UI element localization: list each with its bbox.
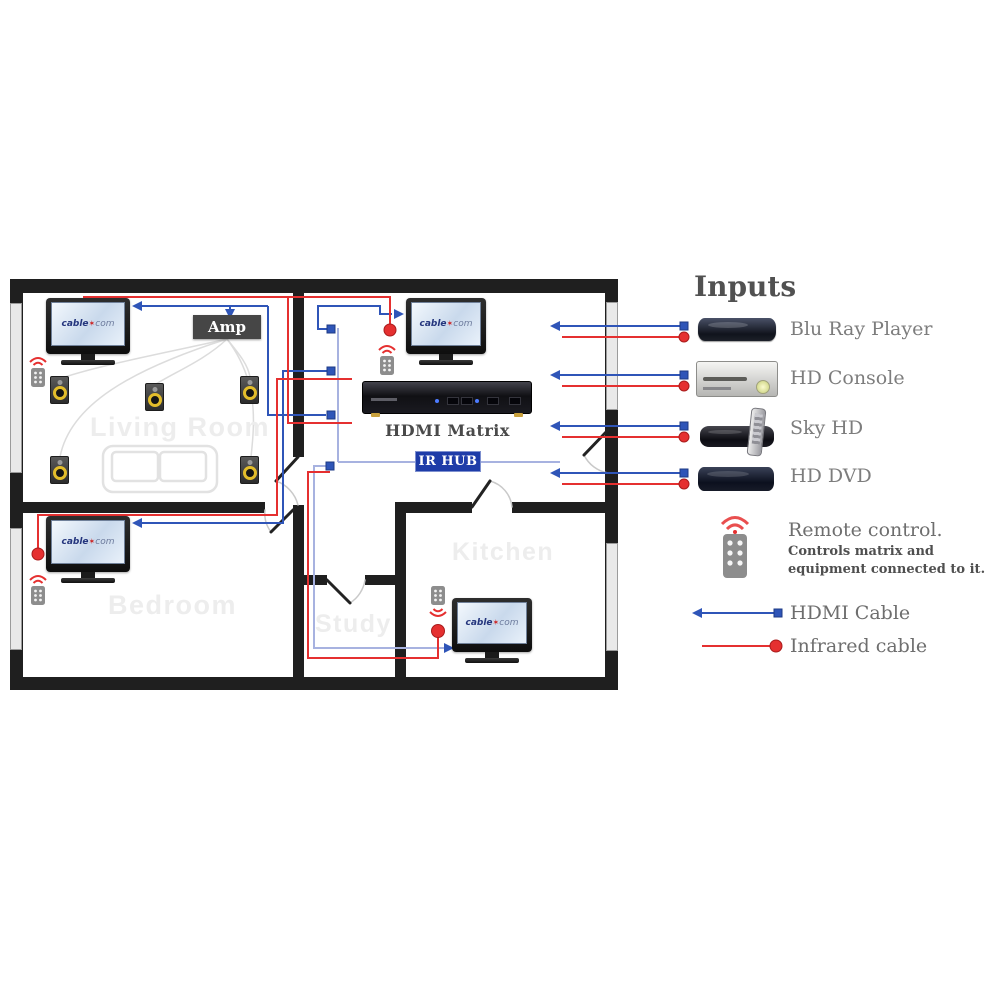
window-kitchen — [606, 543, 618, 651]
input-label-console: HD Console — [790, 367, 905, 389]
speaker-icon — [240, 376, 259, 404]
wall-kitchen-top-a — [395, 502, 472, 513]
sky-remote-icon — [746, 407, 767, 457]
blu-ray-player-icon — [698, 318, 776, 341]
tv-logo: cable✶com — [61, 537, 115, 547]
hd-console-icon — [696, 361, 778, 397]
tv-logo: cable✶com — [61, 319, 115, 329]
ir-hub-label: IR HUB — [415, 451, 481, 472]
wall-top — [10, 279, 618, 293]
speaker-icon — [145, 383, 164, 411]
inputs-title: Inputs — [694, 270, 797, 303]
wall-kitchen-left — [395, 505, 406, 690]
wall-kitchen-top-b — [512, 502, 605, 513]
remote-control-icon — [378, 345, 396, 375]
input-label-sky: Sky HD — [790, 417, 864, 439]
legend-hdmi-label: HDMI Cable — [790, 602, 911, 624]
speaker-icon — [50, 456, 69, 484]
input-label-bluray: Blu Ray Player — [790, 318, 933, 340]
speaker-icon — [240, 456, 259, 484]
wall-study-top-a — [299, 575, 327, 585]
window-living — [10, 303, 22, 473]
wall-bottom — [10, 677, 618, 690]
speaker-icon — [50, 376, 69, 404]
wall-hall-divider — [293, 505, 304, 690]
tv-middle-room: cable✶com — [406, 298, 486, 365]
remote-control-icon — [429, 586, 447, 617]
wall-bedroom-top — [10, 502, 265, 513]
room-label-living: Living Room — [90, 412, 270, 442]
tv-bedroom: cable✶com — [46, 516, 130, 583]
tv-kitchen: cable✶com — [452, 598, 532, 663]
legend-infrared-label: Infrared cable — [790, 635, 928, 657]
wall-study-top-b — [365, 575, 398, 585]
remote-control-legend-icon — [720, 516, 750, 578]
hdmi-matrix-device — [362, 381, 532, 417]
legend-remote-description: Controls matrix and equipment connected … — [788, 544, 986, 577]
remote-control-icon — [29, 357, 47, 387]
room-label-study: Study — [315, 610, 392, 638]
room-label-bedroom: Bedroom — [108, 590, 238, 620]
sofa-outline — [101, 444, 219, 494]
tv-logo: cable✶com — [465, 618, 519, 628]
tv-logo: cable✶com — [419, 319, 473, 329]
remote-control-icon — [29, 575, 47, 605]
window-bedroom — [10, 528, 22, 650]
hdmi-matrix-label: HDMI Matrix — [385, 421, 510, 440]
tv-living-room: cable✶com — [46, 298, 130, 365]
legend-remote-title: Remote control. — [788, 519, 943, 541]
window-top-right — [606, 302, 618, 410]
hd-dvd-icon — [698, 467, 774, 491]
amp-box: Amp — [193, 315, 261, 339]
room-label-kitchen: Kitchen — [452, 538, 555, 566]
wall-living-divider — [293, 279, 304, 457]
input-label-dvd: HD DVD — [790, 465, 872, 487]
